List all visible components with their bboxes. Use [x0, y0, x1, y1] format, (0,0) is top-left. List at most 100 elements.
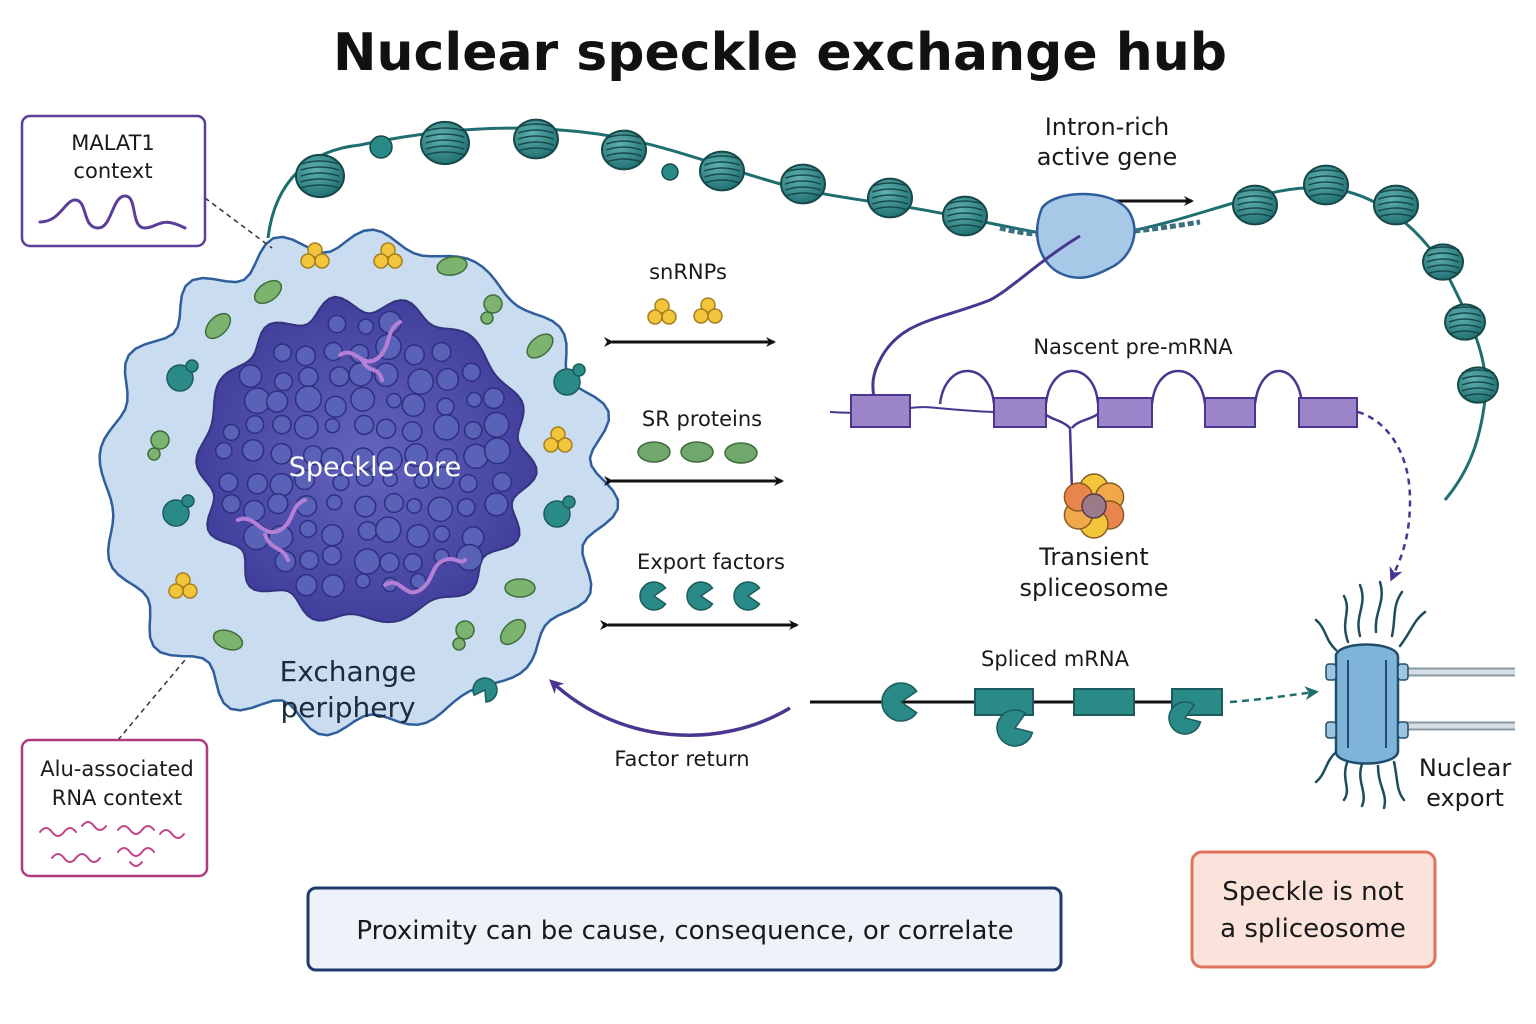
core-granule: [463, 421, 483, 440]
mrna-export-arrow: [1229, 686, 1319, 704]
dna-wrap: [1308, 169, 1344, 174]
dna-wrap: [425, 127, 465, 132]
dna-wrap: [1461, 381, 1495, 386]
snrnps-label: snRNPs: [649, 260, 727, 284]
alu-label-line2: RNA context: [52, 786, 183, 810]
core-granule: [245, 415, 265, 434]
spliceosome-center: [1081, 493, 1107, 519]
dna-wrap: [785, 168, 821, 173]
core-granule: [436, 367, 460, 392]
core-granule: [401, 421, 423, 443]
dna-wrap: [300, 184, 340, 189]
dna-wrap: [947, 206, 983, 211]
nucleosome: [1457, 366, 1499, 404]
malat1-context-box: MALAT1 context: [20, 114, 273, 249]
premrna-exons: [850, 394, 1358, 428]
sr-protein: [526, 333, 554, 359]
core-granule: [355, 468, 374, 487]
core-granule: [404, 443, 429, 467]
core-granule: [272, 414, 292, 435]
dna-wrap: [518, 147, 554, 152]
sr-protein: [253, 279, 283, 305]
active-gene-label-line2: active gene: [1037, 143, 1178, 171]
nucleosome: [295, 153, 345, 199]
proximity-note: Proximity can be cause, consequence, or …: [306, 886, 1063, 972]
dna-wrap: [704, 167, 740, 172]
alu-label-line1: Alu-associated: [40, 757, 193, 781]
core-granule: [295, 574, 318, 597]
nuclear-export-label-line1: Nuclear: [1419, 754, 1512, 782]
teal-factor: [162, 499, 190, 527]
export-factor: [472, 677, 498, 703]
core-granule: [461, 362, 482, 382]
core-granule: [455, 543, 484, 572]
snrnp-particle: [307, 242, 323, 258]
nucleosome-core: [1444, 303, 1486, 341]
proximity-note-text: Proximity can be cause, consequence, or …: [356, 916, 1013, 946]
spliceosome-label-line1: Transient: [1038, 543, 1148, 571]
core-granule: [482, 387, 505, 410]
dna-wrap: [872, 194, 908, 199]
export-factor: [996, 709, 1034, 747]
core-granule: [221, 493, 242, 514]
nucleosome: [1444, 303, 1486, 341]
dna-wrap: [1426, 252, 1460, 257]
core-granule: [321, 545, 342, 566]
dna-wrap: [1237, 201, 1273, 206]
dna-wrap: [785, 180, 821, 185]
dna-wrap: [704, 179, 740, 184]
core-granule: [401, 393, 426, 418]
dna-wrap: [425, 151, 465, 156]
core-granule: [375, 418, 397, 440]
not-spliceosome-line1: Speckle is not: [1222, 877, 1403, 907]
core-granule: [214, 441, 233, 460]
teal-factor-knob: [185, 359, 199, 373]
small-nucleosome: [369, 135, 393, 159]
spliceosome-icon: [1063, 473, 1125, 539]
core-granule: [484, 492, 509, 517]
sr-protein: [436, 256, 468, 276]
snrnp-particle: [543, 437, 559, 453]
core-granule: [273, 343, 292, 363]
active-gene-label-line1: Intron-rich: [1045, 113, 1170, 141]
dna-wrap: [1426, 258, 1460, 263]
core-granule: [413, 473, 430, 490]
teal-factor: [166, 364, 194, 392]
snrnps-exchange: snRNPs: [604, 260, 776, 347]
dna-wrap: [872, 206, 908, 211]
core-granule: [222, 423, 240, 442]
dna-wrap: [1237, 189, 1273, 194]
core-granule: [274, 550, 297, 573]
core-granule: [238, 364, 263, 388]
sr-protein-icons: [637, 441, 758, 464]
sr-protein: [504, 578, 536, 598]
core-granule: [403, 553, 423, 573]
core-granule: [350, 386, 376, 412]
core-granule: [299, 519, 318, 538]
core-granule: [293, 414, 319, 440]
core-granule: [383, 492, 405, 514]
core-granule: [354, 414, 375, 436]
export-factors-label: Export factors: [637, 550, 785, 574]
snrnp-particle: [654, 298, 670, 314]
dna-wrap: [606, 140, 642, 145]
dna-wrap: [1237, 213, 1273, 218]
dna-wrap: [300, 166, 340, 171]
nucleosome: [1373, 184, 1419, 226]
core-granule: [323, 341, 344, 362]
snrnp-particle: [300, 253, 316, 269]
dna-wrap: [1461, 375, 1495, 380]
core-granule: [295, 345, 317, 367]
sr-protein: [204, 312, 232, 340]
dna-wrap: [606, 146, 642, 151]
green-factor-knob: [147, 447, 161, 461]
core-granule: [324, 417, 341, 434]
small-nucleosome: [661, 163, 679, 181]
core-granule: [294, 385, 323, 413]
dna-wrap: [947, 218, 983, 223]
dna-wrap: [1378, 201, 1414, 206]
core-granule: [386, 392, 402, 409]
dna-wrap: [606, 152, 642, 157]
spliced-mrna-exons: [974, 688, 1223, 716]
